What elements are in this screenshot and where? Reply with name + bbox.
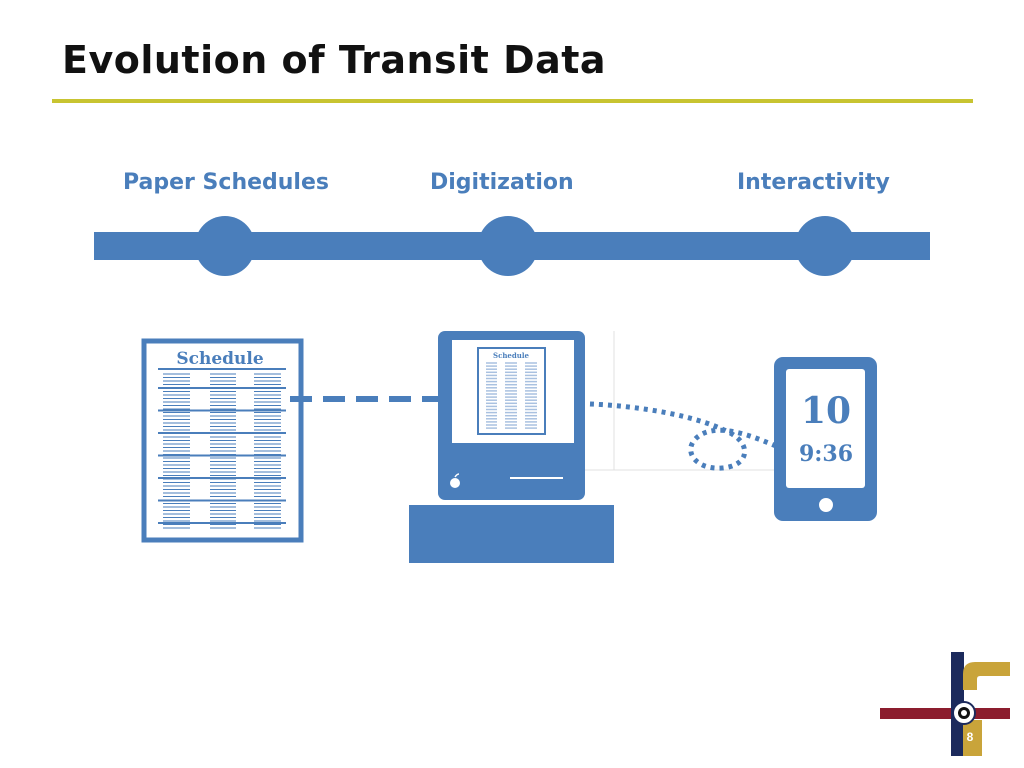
- timeline-marker-interactivity: [795, 216, 855, 276]
- stage-label-digitization: Digitization: [430, 170, 574, 195]
- timeline-marker-digitization: [478, 216, 538, 276]
- desktop-computer-icon: Schedule: [409, 331, 776, 563]
- stage-label-paper-schedules: Paper Schedules: [123, 170, 329, 195]
- title-rule: [52, 99, 973, 103]
- slide-title: Evolution of Transit Data: [62, 38, 607, 82]
- screen-schedule-heading: Schedule: [493, 351, 530, 360]
- phone-display-time: 9:36: [799, 441, 853, 467]
- smartphone-icon: 10 9:36: [774, 357, 877, 521]
- paper-schedule-icon: Schedule: [141, 338, 304, 543]
- paper-schedule-heading: Schedule: [176, 349, 264, 369]
- transit-logo-icon: [880, 652, 1010, 756]
- stage-label-interactivity: Interactivity: [737, 170, 890, 195]
- page-number: 8: [966, 730, 974, 744]
- dotted-connector: [589, 401, 777, 471]
- timeline-marker-paper: [195, 216, 255, 276]
- apple-logo-icon: [450, 473, 460, 488]
- phone-home-button: [819, 498, 833, 512]
- phone-display-big: 10: [801, 390, 851, 432]
